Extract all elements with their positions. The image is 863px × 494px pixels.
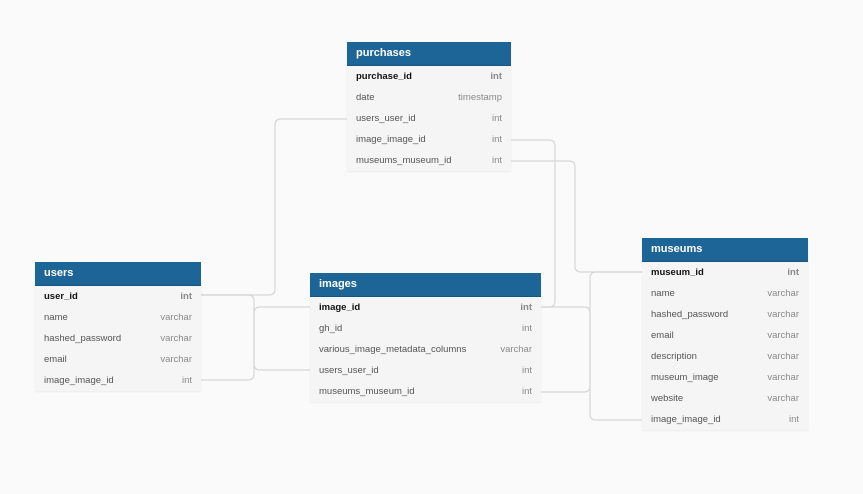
field-name: hashed_password — [651, 309, 729, 320]
field-name: name — [44, 312, 68, 323]
table-purchases-header[interactable]: purchases — [347, 42, 511, 66]
field-row[interactable]: museums_museum_id int — [347, 150, 511, 171]
field-name: hashed_password — [44, 333, 122, 344]
field-name: museum_image — [651, 372, 719, 383]
field-name: date — [356, 92, 375, 103]
field-row[interactable]: website varchar — [642, 388, 808, 409]
field-type: varchar — [500, 344, 532, 355]
field-row[interactable]: gh_id int — [310, 318, 541, 339]
field-type: int — [181, 375, 192, 386]
field-type: timestamp — [458, 92, 502, 103]
field-row[interactable]: email varchar — [35, 349, 201, 370]
field-row[interactable]: image_id int — [310, 297, 541, 318]
field-row[interactable]: hashed_password varchar — [35, 328, 201, 349]
field-name: museums_museum_id — [319, 386, 415, 397]
field-row[interactable]: various_image_metadata_columns varchar — [310, 339, 541, 360]
field-row[interactable]: users_user_id int — [310, 360, 541, 381]
link-images-museums-museum — [541, 271, 642, 393]
field-type: varchar — [160, 354, 192, 365]
field-name: email — [651, 330, 674, 341]
field-row[interactable]: image_image_id int — [35, 370, 201, 391]
field-row[interactable]: museum_image varchar — [642, 367, 808, 388]
field-type: int — [521, 386, 532, 397]
field-type: varchar — [767, 372, 799, 383]
table-users-header[interactable]: users — [35, 262, 201, 286]
field-type: int — [520, 302, 532, 313]
field-type: int — [521, 323, 532, 334]
field-type: varchar — [767, 330, 799, 341]
link-purchases-museums — [511, 160, 642, 273]
field-type: varchar — [160, 312, 192, 323]
field-row[interactable]: description varchar — [642, 346, 808, 367]
field-row[interactable]: museum_id int — [642, 262, 808, 283]
field-type: varchar — [767, 309, 799, 320]
field-type: int — [490, 71, 502, 82]
field-name: user_id — [44, 291, 78, 302]
field-row[interactable]: name varchar — [642, 283, 808, 304]
field-type: int — [521, 365, 532, 376]
field-name: various_image_metadata_columns — [319, 344, 467, 355]
field-row[interactable]: museums_museum_id int — [310, 381, 541, 402]
link-images-museums-image — [541, 306, 642, 421]
field-name: purchase_id — [356, 71, 412, 82]
field-type: int — [788, 414, 799, 425]
field-row[interactable]: image_image_id int — [642, 409, 808, 430]
field-type: varchar — [160, 333, 192, 344]
field-type: int — [787, 267, 799, 278]
link-purchases-users — [201, 118, 347, 296]
link-users-images-user — [201, 294, 310, 371]
field-type: varchar — [767, 351, 799, 362]
field-name: email — [44, 354, 67, 365]
field-name: users_user_id — [356, 113, 416, 124]
field-row[interactable]: name varchar — [35, 307, 201, 328]
field-type: int — [491, 155, 502, 166]
field-row[interactable]: purchase_id int — [347, 66, 511, 87]
field-name: museums_museum_id — [356, 155, 452, 166]
field-row[interactable]: hashed_password varchar — [642, 304, 808, 325]
table-museums-header[interactable]: museums — [642, 238, 808, 262]
field-name: name — [651, 288, 675, 299]
field-type: int — [491, 113, 502, 124]
field-name: gh_id — [319, 323, 343, 334]
field-row[interactable]: date timestamp — [347, 87, 511, 108]
field-type: varchar — [767, 393, 799, 404]
field-name: image_image_id — [651, 414, 721, 425]
field-type: int — [491, 134, 502, 145]
field-name: image_image_id — [44, 375, 114, 386]
field-name: image_image_id — [356, 134, 426, 145]
field-row[interactable]: users_user_id int — [347, 108, 511, 129]
field-name: website — [651, 393, 684, 404]
field-type: int — [180, 291, 192, 302]
link-users-images-image — [201, 306, 310, 381]
field-name: users_user_id — [319, 365, 379, 376]
field-row[interactable]: user_id int — [35, 286, 201, 307]
field-type: varchar — [767, 288, 799, 299]
field-name: image_id — [319, 302, 361, 313]
field-row[interactable]: email varchar — [642, 325, 808, 346]
table-images-header[interactable]: images — [310, 273, 541, 297]
field-name: description — [651, 351, 697, 362]
field-name: museum_id — [651, 267, 704, 278]
field-row[interactable]: image_image_id int — [347, 129, 511, 150]
